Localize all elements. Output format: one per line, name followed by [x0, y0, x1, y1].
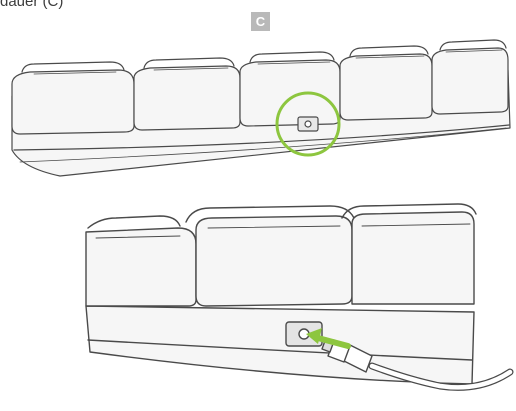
closeup-slot-right — [351, 211, 475, 305]
charger-slot-3 — [239, 59, 341, 127]
insert-arrow — [315, 335, 351, 349]
charger-slot-2 — [133, 65, 241, 131]
charger-slot-4 — [339, 53, 433, 121]
closeup-slot-middle — [195, 215, 353, 307]
caption-text: dauer (C) — [0, 0, 64, 10]
step-badge: C — [251, 12, 270, 31]
charger-overview-illustration — [11, 39, 511, 177]
charger-slot-5 — [431, 47, 509, 115]
port-highlight-circle — [275, 91, 341, 157]
charger-slot-1 — [11, 69, 135, 135]
closeup-slot-left — [85, 227, 197, 307]
closeup-base — [85, 305, 475, 385]
